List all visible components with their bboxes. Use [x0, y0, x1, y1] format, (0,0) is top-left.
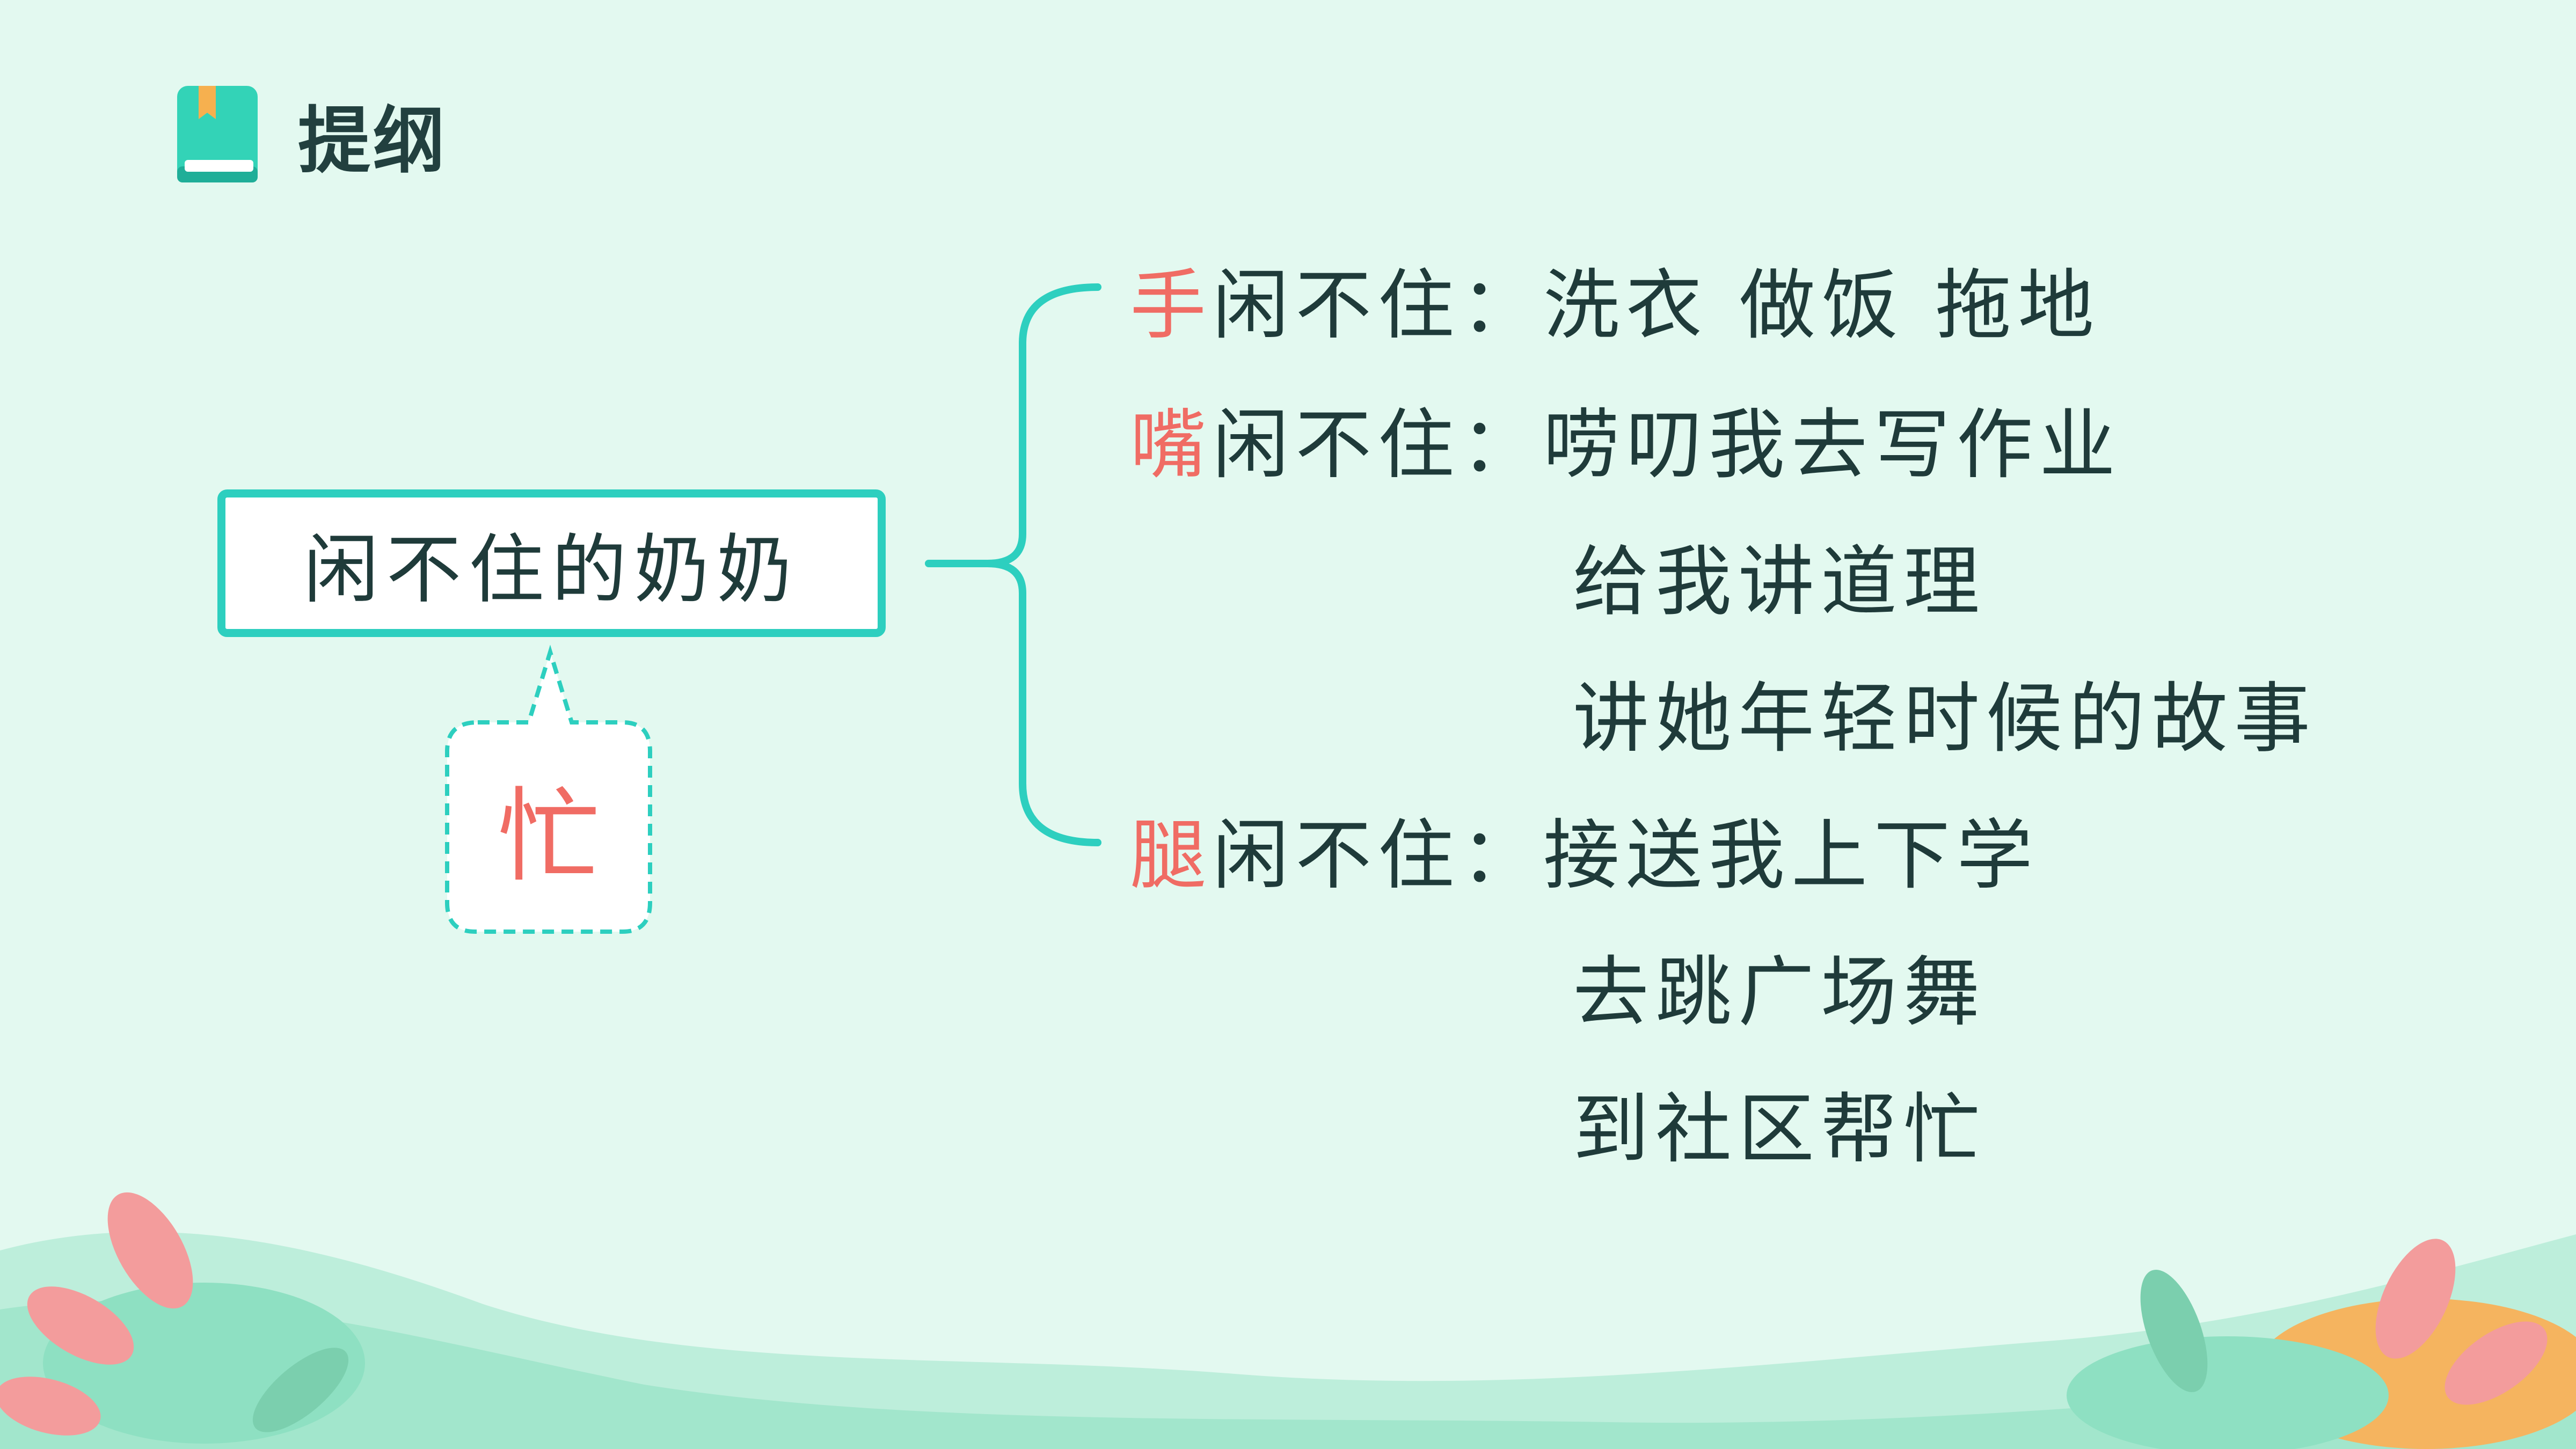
- center-node: 闲不住的奶奶: [217, 489, 886, 637]
- branch-leg: 腿闲不住：接送我上下学: [1130, 813, 2039, 899]
- page-title: 提纲: [298, 99, 447, 183]
- branch-item: 讲她年轻时候的故事: [1573, 675, 2317, 763]
- center-node-label: 闲不住的奶奶: [303, 526, 800, 614]
- branch-hand: 手闲不住：洗衣 做饭 拖地: [1130, 263, 2100, 349]
- header: 提纲: [177, 86, 447, 183]
- branch-item: 接送我上下学: [1543, 811, 2039, 900]
- branch-item: 给我讲道理: [1573, 538, 1986, 626]
- callout-label: 忙: [497, 777, 600, 896]
- branch-item: 到社区帮忙: [1573, 1085, 1986, 1174]
- branch-mouth: 嘴闲不住：唠叨我去写作业: [1130, 402, 2122, 488]
- branch-item: 唠叨我去写作业: [1543, 401, 2122, 489]
- callout-label-box: 忙: [447, 722, 650, 932]
- branch-label: 闲不住：: [1213, 261, 1543, 350]
- branch-label: 闲不住：: [1213, 811, 1543, 900]
- branch-label: 闲不住：: [1213, 401, 1543, 489]
- branch-item: 去跳广场舞: [1573, 948, 1986, 1037]
- book-icon: [177, 86, 258, 182]
- branch-item: 洗衣 做饭 拖地: [1543, 261, 2101, 350]
- branch-key: 手: [1130, 261, 1213, 350]
- branch-key: 嘴: [1130, 401, 1213, 489]
- branch-key: 腿: [1130, 811, 1213, 900]
